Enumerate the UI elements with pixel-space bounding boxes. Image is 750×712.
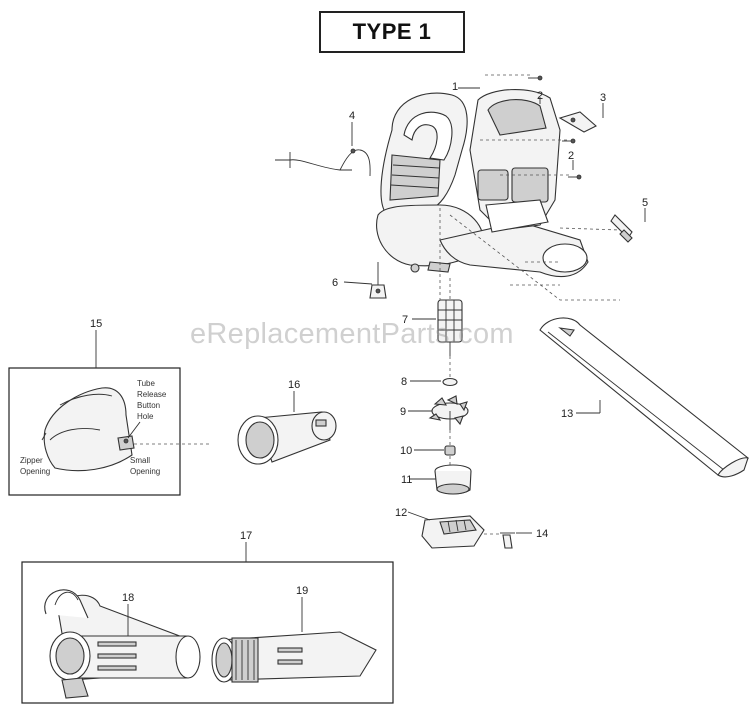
callout-9: 9 (400, 406, 406, 418)
part-5-clip (610, 214, 633, 243)
label-tube-release-3: Button (137, 401, 160, 410)
callout-3: 3 (600, 92, 606, 104)
inset-box-bag (8, 367, 181, 496)
label-small-2: Opening (130, 467, 160, 476)
diagram-title: TYPE 1 (352, 19, 432, 44)
callout-5: 5 (642, 197, 648, 209)
part-19-nozzle (211, 631, 377, 683)
part-16-adaptor (237, 411, 337, 465)
callout-7: 7 (402, 314, 408, 326)
part-12-base (421, 515, 485, 549)
callout-2-second: 2 (568, 150, 574, 162)
callout-15: 15 (90, 318, 102, 330)
part-18-vacuum-tube (44, 589, 201, 699)
part-9-fan (428, 395, 469, 446)
label-tube-release-2: Release (137, 390, 167, 399)
callout-16: 16 (288, 379, 300, 391)
callout-2: 2 (537, 90, 543, 102)
part-3-switch (558, 111, 597, 133)
part-2-screws (528, 75, 582, 180)
callout-10: 10 (400, 445, 412, 457)
callout-18: 18 (122, 592, 134, 604)
callout-11: 11 (401, 474, 412, 486)
part-4-cord (275, 148, 371, 177)
part-8-washer (442, 377, 458, 387)
callout-6: 6 (332, 277, 338, 289)
label-zipper-1: Zipper (20, 456, 43, 465)
part-13-tube (539, 317, 749, 478)
part-11-cover (434, 456, 472, 495)
part-15-bag (41, 387, 210, 472)
part-14-clip (484, 532, 515, 549)
callout-13: 13 (561, 408, 573, 420)
diagram-title-box: TYPE 1 (319, 11, 465, 53)
callout-1: 1 (452, 81, 458, 93)
callout-14: 14 (536, 528, 548, 540)
callout-17: 17 (240, 530, 252, 542)
part-6-strap (369, 262, 387, 299)
inset-box-vacuum-tubes (21, 561, 394, 704)
callout-12: 12 (395, 507, 407, 519)
label-small-1: Small (130, 456, 150, 465)
callout-8: 8 (401, 376, 407, 388)
callout-4: 4 (349, 110, 355, 122)
part-10-nut (444, 445, 456, 456)
leader-lines (95, 87, 646, 636)
part-7-motor (437, 278, 463, 378)
callout-19: 19 (296, 585, 308, 597)
label-tube-release-4: Hole (137, 412, 154, 421)
label-tube-release-1: Tube (137, 379, 155, 388)
part-1-housing (376, 88, 589, 278)
label-zipper-2: Opening (20, 467, 50, 476)
